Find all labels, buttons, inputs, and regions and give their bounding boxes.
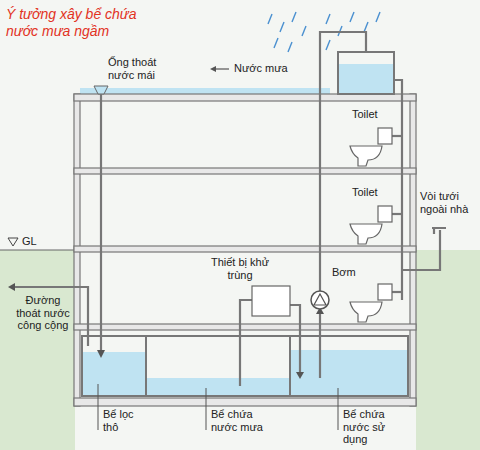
pipe-arrows-part xyxy=(8,283,15,291)
pipes-part xyxy=(392,291,402,293)
building-structure xyxy=(74,94,416,406)
rain-part xyxy=(274,38,278,48)
tank-label: Bể lọc thô xyxy=(103,408,143,433)
building-structure-part xyxy=(74,246,416,252)
rain-part xyxy=(280,22,284,32)
fixture-label: Toilet xyxy=(352,186,392,199)
pipe-label: Ống thoát nước mái xyxy=(108,56,178,81)
pipe-arrows-part xyxy=(97,350,105,358)
leader-lines-part xyxy=(338,388,339,430)
pipes-part xyxy=(394,80,402,300)
ground-part xyxy=(8,238,18,246)
tank-water-part xyxy=(291,350,407,395)
pipes-part xyxy=(240,300,252,386)
roof-water-part xyxy=(210,66,216,72)
pipes-part xyxy=(14,287,88,346)
rain-part xyxy=(364,22,368,32)
toilets-part xyxy=(378,206,392,222)
pipes-part xyxy=(402,230,440,270)
building-structure-part xyxy=(74,94,416,101)
tanks-part xyxy=(338,52,394,94)
rain-part xyxy=(288,42,292,52)
toilets-part xyxy=(350,224,382,244)
toilets-part xyxy=(378,128,392,144)
leader-lines-part xyxy=(98,384,99,430)
pipes-part xyxy=(290,305,300,372)
pipes-part xyxy=(319,309,321,378)
tank-water-part xyxy=(339,64,393,93)
rain-part xyxy=(326,40,330,50)
toilets-part xyxy=(378,284,392,300)
tank-label: Bể chứa nước sử dụng xyxy=(343,408,409,446)
tanks-part xyxy=(82,336,408,396)
tanks-part xyxy=(145,336,147,396)
ground-part xyxy=(0,250,75,450)
rain-part xyxy=(268,14,272,24)
ground-part xyxy=(416,250,480,450)
tanks-part xyxy=(289,336,291,396)
toilets xyxy=(350,128,392,322)
pipes-part xyxy=(94,86,108,94)
equipment xyxy=(252,286,329,316)
flow-label: Nước mưa xyxy=(234,62,294,75)
building-structure-part xyxy=(74,324,416,330)
toilets-part xyxy=(350,146,382,166)
fixture-label: Toilet xyxy=(352,108,392,121)
fixture-label: Vòi tưới ngoài nhà xyxy=(420,190,476,215)
pipes-part xyxy=(392,135,402,137)
pipes-part xyxy=(392,213,402,215)
tank-water xyxy=(83,64,407,395)
rain-part xyxy=(376,12,380,22)
pipe-arrows-part xyxy=(296,372,304,379)
pipes-part xyxy=(432,228,446,234)
toilets-part xyxy=(350,302,382,322)
rain-part xyxy=(326,14,330,24)
rain-part xyxy=(350,12,354,22)
building-structure-part xyxy=(74,168,416,174)
tanks xyxy=(82,52,408,396)
ground-part xyxy=(0,250,74,251)
rain-part xyxy=(302,26,306,36)
pipes-part xyxy=(100,94,102,350)
drain-label: Đường thoát nước công cộng xyxy=(14,294,72,332)
level-mark: GL xyxy=(22,235,46,248)
tank-water-part xyxy=(147,378,289,395)
diagram-title: Ý tưởng xây bể chứa nước mưa ngầm xyxy=(6,6,166,40)
roof-water-part xyxy=(80,88,330,94)
building-structure-part xyxy=(74,398,416,406)
equipment-part xyxy=(252,286,290,316)
equipment-part xyxy=(311,291,329,309)
pipe-arrows xyxy=(8,283,324,379)
leader-lines-part xyxy=(206,388,207,430)
equipment-label: Thiết bị khử trùng xyxy=(200,256,280,281)
rain-part xyxy=(292,12,296,22)
tank-water-part xyxy=(83,352,145,395)
equipment-label: Bơm xyxy=(332,266,362,279)
tank-label: Bể chứa nước mưa xyxy=(211,408,271,433)
pipes xyxy=(14,32,446,386)
equipment-part xyxy=(314,294,326,305)
